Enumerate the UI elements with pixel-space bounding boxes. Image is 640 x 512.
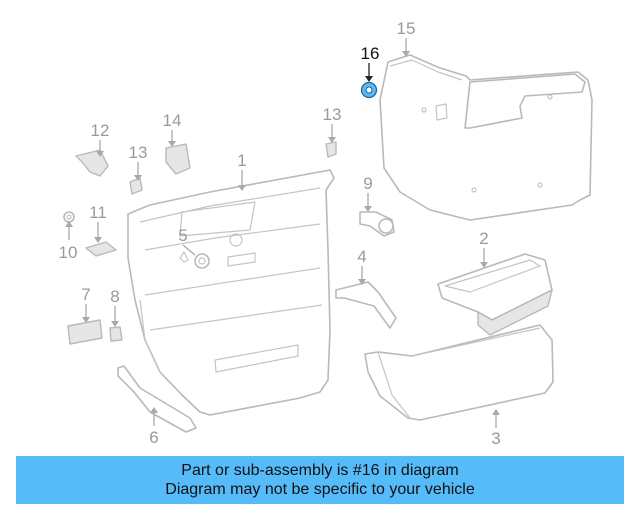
callout-7: 7 (81, 285, 90, 304)
part-13-left (129, 177, 143, 195)
callout-2: 2 (479, 229, 488, 248)
part-16-clip (360, 63, 378, 99)
part-6-strip (117, 365, 197, 433)
callout-13-left: 13 (129, 143, 148, 162)
part-3-map-pocket (364, 324, 554, 421)
part-8-small-block (109, 326, 123, 342)
callout-1: 1 (237, 151, 246, 170)
part-11-switch (85, 241, 117, 257)
callouts: 1 2 3 4 5 6 7 8 9 10 11 12 13 13 14 15 1… (59, 19, 501, 448)
callout-14: 14 (163, 111, 182, 130)
callout-15: 15 (397, 19, 416, 38)
part-7-block (67, 319, 103, 345)
info-banner: Part or sub-assembly is #16 in diagram D… (16, 456, 624, 504)
part-14-trim (165, 143, 191, 175)
banner-line-disclaimer: Diagram may not be specific to your vehi… (165, 481, 475, 498)
part-9-handle (359, 211, 395, 237)
callout-13-right: 13 (323, 105, 342, 124)
part-4-bracket (335, 281, 397, 329)
callout-8: 8 (110, 287, 119, 306)
callout-12: 12 (91, 121, 110, 140)
callout-5: 5 (178, 226, 187, 245)
callout-16: 16 (361, 44, 380, 63)
callout-9: 9 (363, 174, 372, 193)
part-15-door-liner (379, 54, 593, 221)
part-12-bracket (75, 149, 109, 177)
part-1-door-trim-panel (127, 169, 335, 416)
part-5-knob (179, 251, 210, 269)
part-13-right (325, 141, 337, 158)
leader-lines (65, 38, 500, 428)
part-10-clip (63, 211, 75, 223)
callout-10: 10 (59, 243, 78, 262)
callout-11: 11 (89, 203, 107, 222)
parts-diagram: 1 2 3 4 5 6 7 8 9 10 11 12 13 13 14 15 1… (59, 19, 593, 448)
banner-line-part-info: Part or sub-assembly is #16 in diagram (181, 462, 459, 479)
callout-6: 6 (149, 428, 158, 447)
callout-4: 4 (357, 247, 366, 266)
callout-3: 3 (491, 429, 500, 448)
part-2-armrest-upper (437, 253, 553, 336)
